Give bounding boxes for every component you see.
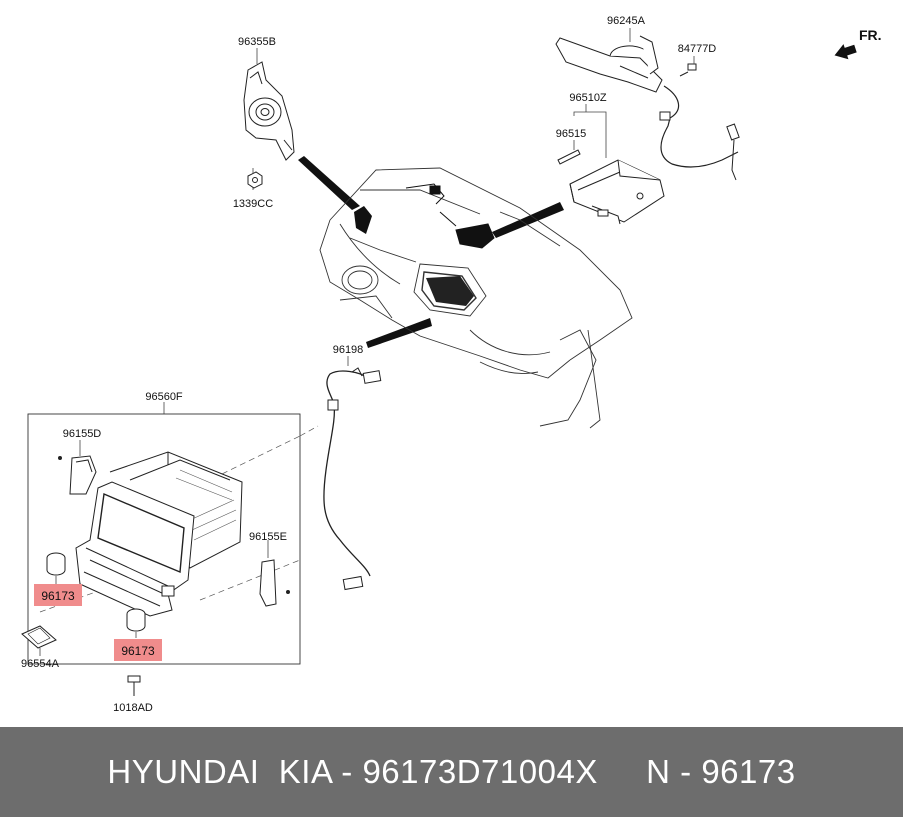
bolt-part	[127, 675, 141, 696]
dash-module-part	[405, 183, 495, 249]
label-96245a: 96245A	[607, 15, 646, 27]
label-96155d: 96155D	[63, 428, 102, 440]
front-arrow-icon	[834, 44, 857, 60]
dash-display-part	[426, 276, 474, 306]
right-bracket-part	[259, 559, 290, 607]
direction-label: FR.	[859, 27, 882, 43]
dash-speaker-part	[354, 206, 372, 234]
label-96515: 96515	[556, 128, 587, 140]
plate-part	[21, 625, 57, 649]
knob-left-part	[46, 552, 66, 576]
control-module-part	[569, 159, 665, 225]
nut-part	[247, 171, 263, 189]
label-96510z: 96510Z	[569, 92, 607, 104]
left-bracket-part	[58, 455, 97, 495]
assembly-frame	[27, 413, 301, 665]
label-96554a: 96554A	[21, 658, 60, 670]
rod-part	[557, 149, 581, 165]
knob-right-part	[126, 608, 146, 632]
label-96355b: 96355B	[238, 36, 276, 48]
part-highlight-left	[34, 584, 82, 606]
label-1018ad: 1018AD	[113, 702, 153, 714]
label-96155e: 96155E	[249, 531, 287, 543]
screw-part	[679, 63, 697, 77]
label-96173-left: 96173	[41, 589, 75, 603]
label-96560f: 96560F	[145, 391, 183, 403]
head-unit-part	[75, 451, 243, 617]
part-number-footer: HYUNDAI KIA - 96173D71004X N - 96173	[0, 727, 903, 817]
label-96173-right: 96173	[121, 644, 155, 658]
label-1339cc: 1339CC	[233, 198, 273, 210]
label-84777d: 84777D	[678, 43, 717, 55]
footer-text: HYUNDAI KIA - 96173D71004X N - 96173	[107, 753, 796, 790]
label-96198: 96198	[333, 344, 364, 356]
part-highlight-right	[114, 639, 162, 661]
cable-connector-part	[327, 367, 382, 591]
antenna-bracket-part	[555, 35, 663, 93]
parts-diagram: FR.	[21, 15, 882, 714]
connector-part	[659, 111, 740, 181]
dashboard-outline	[319, 167, 633, 429]
speaker-bracket-part	[243, 61, 295, 161]
pointer-arrows	[298, 156, 564, 348]
